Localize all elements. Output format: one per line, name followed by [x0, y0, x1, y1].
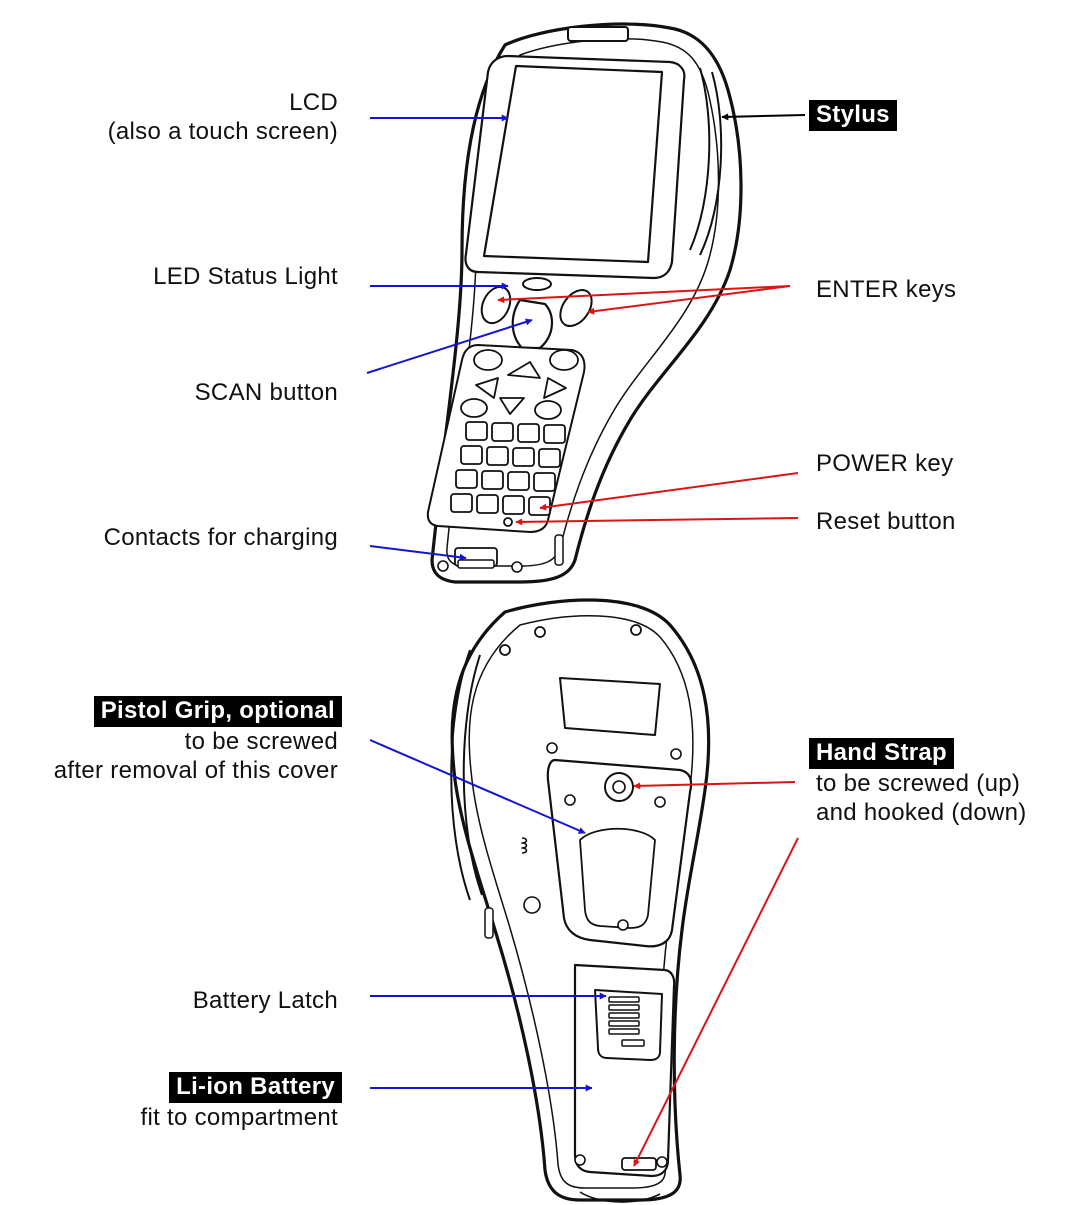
- label-lcd-note: (also a touch screen): [108, 117, 338, 146]
- label-stylus: Stylus: [809, 100, 897, 131]
- label-contacts: Contacts for charging: [104, 523, 338, 552]
- label-pistol-line1: to be screwed: [54, 727, 338, 756]
- badge-battery: Li-ion Battery: [169, 1072, 342, 1103]
- led-light: [523, 278, 551, 290]
- strap-hook-slot: [622, 1158, 656, 1170]
- badge-hand-strap: Hand Strap: [809, 738, 954, 769]
- front-device: [428, 24, 741, 582]
- label-pistol-grip: Pistol Grip, optional to be screwed afte…: [54, 696, 342, 785]
- label-lcd-title: LCD: [108, 88, 338, 117]
- label-strap-line1: to be screwed (up): [816, 769, 1027, 798]
- label-enter: ENTER keys: [816, 275, 956, 304]
- label-pistol-line2: after removal of this cover: [54, 756, 338, 785]
- label-led: LED Status Light: [153, 262, 338, 291]
- label-battery-note: fit to compartment: [141, 1103, 338, 1132]
- label-reset: Reset button: [816, 507, 956, 536]
- reset-hole: [504, 518, 512, 526]
- label-battery: Li-ion Battery fit to compartment: [141, 1072, 342, 1132]
- label-strap-line2: and hooked (down): [816, 798, 1027, 827]
- label-hand-strap: Hand Strap to be screwed (up) and hooked…: [809, 738, 1027, 827]
- back-device: [451, 600, 708, 1202]
- label-battery-latch: Battery Latch: [193, 986, 338, 1015]
- label-power: POWER key: [816, 449, 953, 478]
- power-key-shape: [529, 497, 550, 515]
- label-lcd: LCD (also a touch screen): [108, 88, 338, 146]
- label-scan: SCAN button: [195, 378, 338, 407]
- badge-pistol-grip: Pistol Grip, optional: [94, 696, 342, 727]
- lcd-screen: [484, 66, 662, 262]
- badge-stylus: Stylus: [809, 100, 897, 131]
